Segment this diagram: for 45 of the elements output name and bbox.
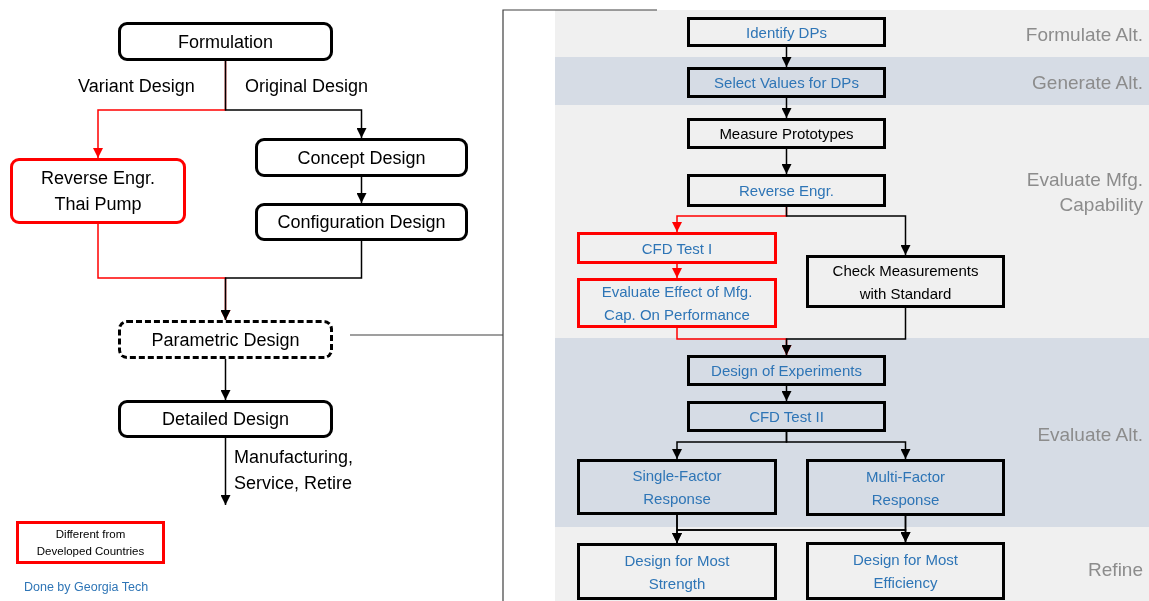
process-box: Design of Experiments — [687, 355, 886, 386]
stage-band — [555, 527, 1149, 601]
arrow — [220, 437, 231, 506]
stage-band — [555, 338, 1149, 527]
arrow — [781, 307, 907, 356]
stage-label: Formulate Alt. — [1024, 23, 1143, 47]
process-box: Configuration Design — [255, 203, 468, 241]
process-box: Detailed Design — [118, 400, 333, 438]
arrow — [785, 431, 911, 460]
process-box: Formulation — [118, 22, 333, 61]
arrow — [781, 385, 792, 402]
process-box: Reverse Engr. — [687, 174, 886, 207]
process-box: CFD Test II — [687, 401, 886, 432]
stage-band — [555, 105, 1149, 338]
arrow — [781, 46, 792, 68]
stage-label: Evaluate Mfg. Capability — [1025, 168, 1143, 217]
process-box: Parametric Design — [118, 320, 333, 359]
process-box: Single-Factor Response — [577, 459, 777, 515]
arrow — [672, 263, 682, 279]
arrow — [781, 97, 792, 119]
process-box: Evaluate Effect of Mfg. Cap. On Performance — [577, 278, 777, 328]
process-box: Design for Most Efficiency — [806, 542, 1005, 600]
process-box: Select Values for DPs — [687, 67, 886, 98]
arrow — [220, 240, 363, 321]
stage-label: Evaluate Alt. — [1036, 423, 1143, 447]
process-box: Check Measurements with Standard — [806, 255, 1005, 308]
process-box: Identify DPs — [687, 17, 886, 47]
arrow — [900, 515, 911, 543]
process-box: Reverse Engr. Thai Pump — [10, 158, 186, 224]
process-box: Measure Prototypes — [687, 118, 886, 149]
legend-box: Different from Developed Countries — [16, 521, 165, 564]
process-box: CFD Test I — [577, 232, 777, 264]
arrow — [781, 148, 792, 175]
stage-label: Generate Alt. — [1031, 71, 1143, 95]
stage-band — [555, 10, 1149, 57]
arrow — [356, 176, 367, 204]
credit-note: Done by Georgia Tech — [24, 579, 149, 596]
stage-label: Refine — [1087, 558, 1143, 582]
arrow — [224, 60, 367, 139]
arrow — [785, 206, 911, 256]
arrow — [220, 358, 231, 401]
process-box: Concept Design — [255, 138, 468, 177]
process-box: Design for Most Strength — [577, 543, 777, 600]
stage-band — [555, 57, 1149, 105]
process-box: Multi-Factor Response — [806, 459, 1005, 516]
